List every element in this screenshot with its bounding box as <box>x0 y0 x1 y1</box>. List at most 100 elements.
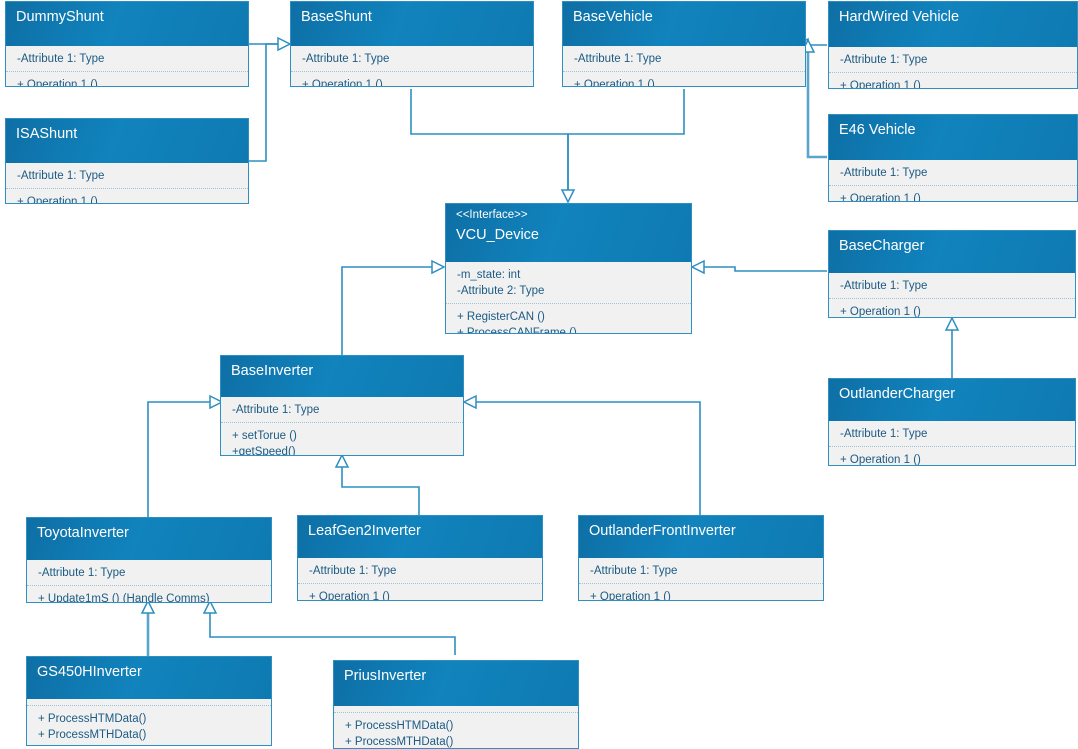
attributes-outlandercharger: -Attribute 1: Type <box>829 421 1075 447</box>
operation-row: +getSpeed() <box>232 446 296 456</box>
operation-row: + Update1mS () (Handle Comms) <box>38 593 210 603</box>
operation-row: + Operation 1 () <box>840 454 921 466</box>
class-box-isashunt[interactable]: ISAShunt -Attribute 1: Type + Operation … <box>5 118 249 204</box>
attributes-basecharger: -Attribute 1: Type <box>829 273 1075 299</box>
attribute-row: -Attribute 1: Type <box>840 280 928 292</box>
operations-basecharger: + Operation 1 () <box>829 298 1075 318</box>
edge-basevehicle-to-vcudevice <box>567 89 685 190</box>
operations-vcu-device: + RegisterCAN () + ProcessCANFrame () <box>446 303 691 334</box>
class-box-outlandercharger[interactable]: OutlanderCharger -Attribute 1: Type + Op… <box>828 378 1076 466</box>
class-header-dummyshunt: DummyShunt <box>6 2 248 46</box>
attribute-row: -Attribute 1: Type <box>309 565 397 577</box>
class-name-baseinverter: BaseInverter <box>231 363 314 379</box>
attribute-row: -Attribute 1: Type <box>590 565 678 577</box>
edge-outlanderfrontinverter-to-baseinverter <box>462 394 701 515</box>
class-name-outlandercharger: OutlanderCharger <box>839 386 956 402</box>
class-box-outlanderfrontinverter[interactable]: OutlanderFrontInverter -Attribute 1: Typ… <box>578 515 824 601</box>
operation-row: + Operation 1 () <box>840 306 921 318</box>
attribute-row: -Attribute 2: Type <box>457 285 545 298</box>
edge-baseinverter-to-vcudevice <box>341 259 446 355</box>
operations-toyotainverter: + Update1mS () (Handle Comms) <box>27 585 271 603</box>
operation-row: + ProcessMTHData() <box>38 729 147 742</box>
class-name-vcu-device: VCU_Device <box>456 226 539 243</box>
operation-row: + Operation 1 () <box>840 80 921 89</box>
class-header-basevehicle: BaseVehicle <box>563 2 805 46</box>
attributes-outlanderfrontinverter: -Attribute 1: Type <box>579 558 823 584</box>
class-box-baseshunt[interactable]: BaseShunt -Attribute 1: Type + Operation… <box>290 1 534 87</box>
edge-toyotainverter-to-baseinverter <box>147 394 224 517</box>
edge-priusinverter-to-toyotainverter <box>202 599 456 655</box>
class-name-outlanderfrontinverter: OutlanderFrontInverter <box>589 523 736 539</box>
edge-dummyshunt-to-baseshunt <box>249 36 292 52</box>
operations-dummyshunt: + Operation 1 () <box>6 71 248 86</box>
class-box-hardwired-vehicle[interactable]: HardWired Vehicle -Attribute 1: Type + O… <box>828 1 1078 89</box>
attributes-basevehicle: -Attribute 1: Type <box>563 46 805 72</box>
attribute-row: -Attribute 1: Type <box>840 54 928 66</box>
class-header-toyotainverter: ToyotaInverter <box>27 518 271 560</box>
edge-outlandercharger-to-basecharger <box>944 316 960 378</box>
attribute-row: -Attribute 1: Type <box>17 170 105 182</box>
class-box-basecharger[interactable]: BaseCharger -Attribute 1: Type + Operati… <box>828 230 1076 318</box>
attribute-row: -Attribute 1: Type <box>840 428 928 440</box>
class-header-isashunt: ISAShunt <box>6 119 248 163</box>
operation-row: + Operation 1 () <box>309 591 390 601</box>
attribute-row: -Attribute 1: Type <box>302 53 390 65</box>
edge-basecharger-to-vcudevice <box>690 259 827 275</box>
edge-baseshunt-to-vcudevice <box>410 89 576 204</box>
attributes-isashunt: -Attribute 1: Type <box>6 163 248 189</box>
operations-priusinverter: + ProcessHTMData() + ProcessMTHData() <box>334 712 578 748</box>
class-box-dummyshunt[interactable]: DummyShunt -Attribute 1: Type + Operatio… <box>5 1 249 87</box>
attributes-leafgen2inverter: -Attribute 1: Type <box>298 558 542 584</box>
class-header-hardwired-vehicle: HardWired Vehicle <box>829 2 1077 47</box>
class-box-leafgen2inverter[interactable]: LeafGen2Inverter -Attribute 1: Type + Op… <box>297 515 543 601</box>
operations-isashunt: + Operation 1 () <box>6 188 248 203</box>
attributes-hardwired-vehicle: -Attribute 1: Type <box>829 47 1077 73</box>
attributes-e46-vehicle: -Attribute 1: Type <box>829 160 1077 186</box>
operations-outlanderfrontinverter: + Operation 1 () <box>579 583 823 601</box>
operation-row: + Operation 1 () <box>590 591 671 601</box>
operation-row: + RegisterCAN () <box>457 311 545 324</box>
class-box-gs450hinverter[interactable]: GS450HInverter + ProcessHTMData() + Proc… <box>26 656 272 746</box>
class-header-outlandercharger: OutlanderCharger <box>829 379 1075 421</box>
edge-isashunt-to-baseshunt <box>249 43 278 162</box>
attribute-row: -Attribute 1: Type <box>38 567 126 579</box>
operations-outlandercharger: + Operation 1 () <box>829 446 1075 466</box>
attributes-baseinverter: -Attribute 1: Type <box>221 397 463 423</box>
operation-row: + ProcessCANFrame () <box>457 327 577 334</box>
class-box-vcu-device[interactable]: <<Interface>> VCU_Device -m_state: int -… <box>445 203 692 334</box>
attributes-dummyshunt: -Attribute 1: Type <box>6 46 248 72</box>
operations-basevehicle: + Operation 1 () <box>563 71 805 86</box>
class-header-basecharger: BaseCharger <box>829 231 1075 273</box>
class-stereotype-vcu-device: <<Interface>> <box>456 209 528 221</box>
attributes-toyotainverter: -Attribute 1: Type <box>27 560 271 586</box>
edge-leafgen2inverter-to-baseinverter <box>334 453 420 515</box>
operation-row: + setTorue () <box>232 430 297 443</box>
class-box-baseinverter[interactable]: BaseInverter -Attribute 1: Type + setTor… <box>220 355 464 456</box>
class-name-toyotainverter: ToyotaInverter <box>37 525 129 541</box>
class-header-outlanderfrontinverter: OutlanderFrontInverter <box>579 516 823 558</box>
attribute-row: -Attribute 1: Type <box>232 404 320 416</box>
edge-gs450hinverter-to-toyotainverter <box>140 599 156 656</box>
class-header-leafgen2inverter: LeafGen2Inverter <box>298 516 542 558</box>
class-header-baseinverter: BaseInverter <box>221 356 463 397</box>
class-name-isashunt: ISAShunt <box>16 126 78 142</box>
operation-row: + ProcessHTMData() <box>38 713 147 725</box>
class-header-gs450hinverter: GS450HInverter <box>27 657 271 699</box>
class-name-priusinverter: PriusInverter <box>344 668 427 684</box>
attributes-priusinverter <box>334 706 578 712</box>
class-name-gs450hinverter: GS450HInverter <box>37 664 142 680</box>
class-box-toyotainverter[interactable]: ToyotaInverter -Attribute 1: Type + Upda… <box>26 517 272 603</box>
operations-e46-vehicle: + Operation 1 () <box>829 185 1077 201</box>
operation-row: + Operation 1 () <box>302 79 383 87</box>
class-box-basevehicle[interactable]: BaseVehicle -Attribute 1: Type + Operati… <box>562 1 806 87</box>
class-box-priusinverter[interactable]: PriusInverter + ProcessHTMData() + Proce… <box>333 660 579 749</box>
class-header-vcu-device: <<Interface>> VCU_Device <box>446 204 691 262</box>
attribute-row: -Attribute 1: Type <box>574 53 662 65</box>
attribute-row: -Attribute 1: Type <box>17 53 105 65</box>
class-header-baseshunt: BaseShunt <box>291 2 533 46</box>
operations-hardwired-vehicle: + Operation 1 () <box>829 72 1077 89</box>
operations-baseinverter: + setTorue () +getSpeed() <box>221 422 463 456</box>
class-box-e46-vehicle[interactable]: E46 Vehicle -Attribute 1: Type + Operati… <box>828 114 1078 202</box>
